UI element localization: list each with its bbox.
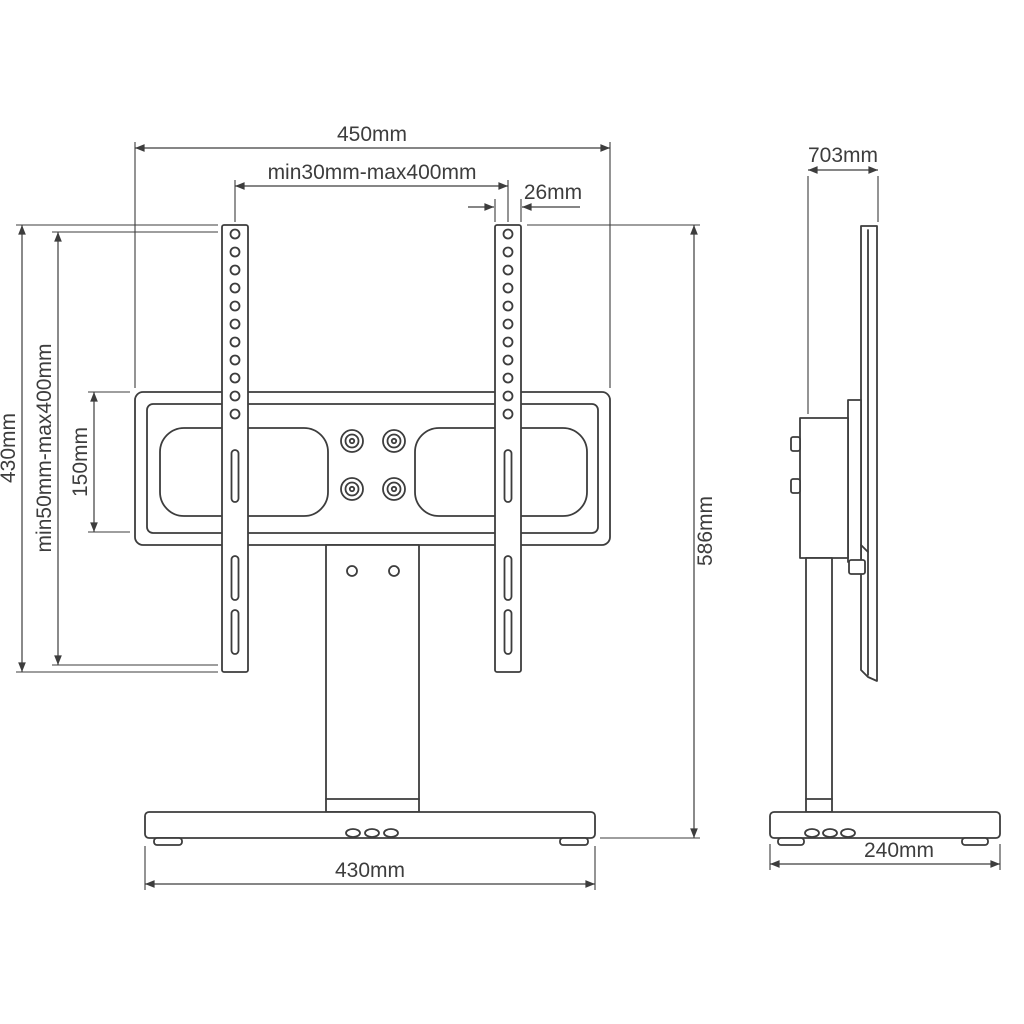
- dim-front-rail-span: min30mm-max400mm: [234, 161, 509, 222]
- dim-label-150mm: 150mm: [69, 427, 92, 497]
- dim-label-430mm-left: 430mm: [0, 413, 20, 483]
- side-view: 703mm 240mm: [769, 144, 1001, 870]
- screw-bosses: [340, 429, 406, 501]
- dim-label-450mm: 450mm: [337, 123, 407, 146]
- dim-front-vesa-range: min50mm-max400mm: [33, 231, 218, 666]
- tv-panel-side: [860, 225, 878, 682]
- right-rail: [494, 224, 522, 673]
- dim-label-min30-max400: min30mm-max400mm: [268, 161, 477, 184]
- dim-side-top: 703mm: [807, 144, 879, 414]
- dim-label-703mm: 703mm: [808, 144, 878, 167]
- front-base: [144, 811, 596, 846]
- dim-label-240mm: 240mm: [864, 839, 934, 862]
- front-view: 450mm min30mm-max400mm 26mm 430mm: [0, 123, 717, 890]
- dim-front-left-height: 430mm: [0, 224, 218, 673]
- left-rail: [221, 224, 249, 673]
- dim-front-base-width: 430mm: [144, 846, 596, 890]
- pedestal-column: [325, 544, 420, 813]
- dim-label-26mm: 26mm: [524, 181, 582, 204]
- dim-front-total-height: 586mm: [527, 224, 717, 839]
- dim-front-rail-width: 26mm: [468, 181, 582, 222]
- dim-label-min50-max400: min50mm-max400mm: [33, 344, 56, 553]
- dim-front-plate-height: 150mm: [69, 391, 130, 533]
- dim-side-base-depth: 240mm: [769, 839, 1001, 870]
- dim-front-top-width: 450mm: [134, 123, 611, 388]
- dim-label-586mm: 586mm: [694, 496, 717, 566]
- pedestal-column-side: [805, 557, 833, 813]
- side-base: [769, 811, 1001, 846]
- dim-label-430mm-bottom: 430mm: [335, 859, 405, 882]
- mount-bracket-side: [790, 399, 869, 575]
- vesa-plate: [134, 391, 611, 546]
